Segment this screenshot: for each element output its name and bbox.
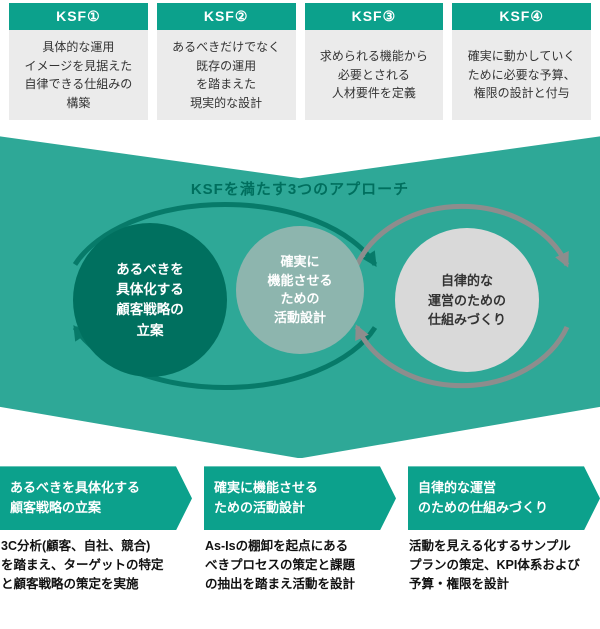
ksf-box-1: KSF① 具体的な運用 イメージを見据えた 自律できる仕組みの 構築	[9, 3, 148, 121]
approach-description-3: 活動を見える化するサンプル プランの策定、KPI体系および 予算・権限を設計	[409, 539, 580, 591]
ksf-box-2: KSF② あるべきだけでなく 既存の運用 を踏まえた 現実的な設計	[156, 3, 296, 121]
approach-column-2: 確実に機能させる ための活動設計 As-Isの棚卸を起点にある べきプロセスの策…	[204, 466, 396, 593]
approach-band: KSFを満たす3つのアプローチ あるべきを 具体化する 顧客戦略の 立案 確実に…	[0, 136, 600, 459]
approach-column-1: あるべきを具体化する 顧客戦略の立案 3C分析(顧客、自社、競合) を踏まえ、タ…	[0, 466, 192, 593]
ksf-box-1-body: 具体的な運用 イメージを見据えた 自律できる仕組みの 構築	[9, 30, 148, 121]
circle-autonomous-operation: 自律的な 運営のための 仕組みづくり	[395, 228, 539, 373]
approach-description-2: As-Isの棚卸を起点にある べきプロセスの策定と課題 の抽出を踏まえ活動を設計	[205, 539, 356, 591]
approach-column-3: 自律的な運営 のための仕組みづくり 活動を見える化するサンプル プランの策定、K…	[408, 466, 600, 593]
ksf-box-2-header: KSF②	[156, 3, 296, 30]
ksf-box-4-header: KSF④	[452, 3, 591, 30]
approach-banner-1: あるべきを具体化する 顧客戦略の立案	[0, 466, 192, 530]
ksf-box-1-header: KSF①	[9, 3, 148, 30]
ksf-box-2-body: あるべきだけでなく 既存の運用 を踏まえた 現実的な設計	[156, 30, 296, 121]
approaches-row: あるべきを具体化する 顧客戦略の立案 3C分析(顧客、自社、競合) を踏まえ、タ…	[0, 466, 600, 593]
approach-banner-2: 確実に機能させる ための活動設計	[204, 466, 396, 530]
circle-activity-design: 確実に 機能させる ための 活動設計	[236, 226, 364, 355]
approach-banner-3: 自律的な運営 のための仕組みづくり	[408, 466, 600, 530]
ksf-box-3-body: 求められる機能から 必要とされる 人材要件を定義	[304, 30, 444, 121]
circle-customer-strategy: あるべきを 具体化する 顧客戦略の 立案	[73, 223, 227, 378]
approach-description-1: 3C分析(顧客、自社、競合) を踏まえ、ターゲットの特定 と顧客戦略の策定を実施	[1, 539, 164, 591]
ksf-box-3-header: KSF③	[304, 3, 444, 30]
ksf-box-3: KSF③ 求められる機能から 必要とされる 人材要件を定義	[304, 3, 444, 121]
ksf-row: KSF① 具体的な運用 イメージを見据えた 自律できる仕組みの 構築 KSF② …	[0, 0, 600, 121]
ksf-box-4-body: 確実に動かしていく ために必要な予算、 権限の設計と付与	[452, 30, 591, 121]
ksf-box-4: KSF④ 確実に動かしていく ために必要な予算、 権限の設計と付与	[452, 3, 591, 121]
band-title: KSFを満たす3つのアプローチ	[190, 181, 410, 199]
